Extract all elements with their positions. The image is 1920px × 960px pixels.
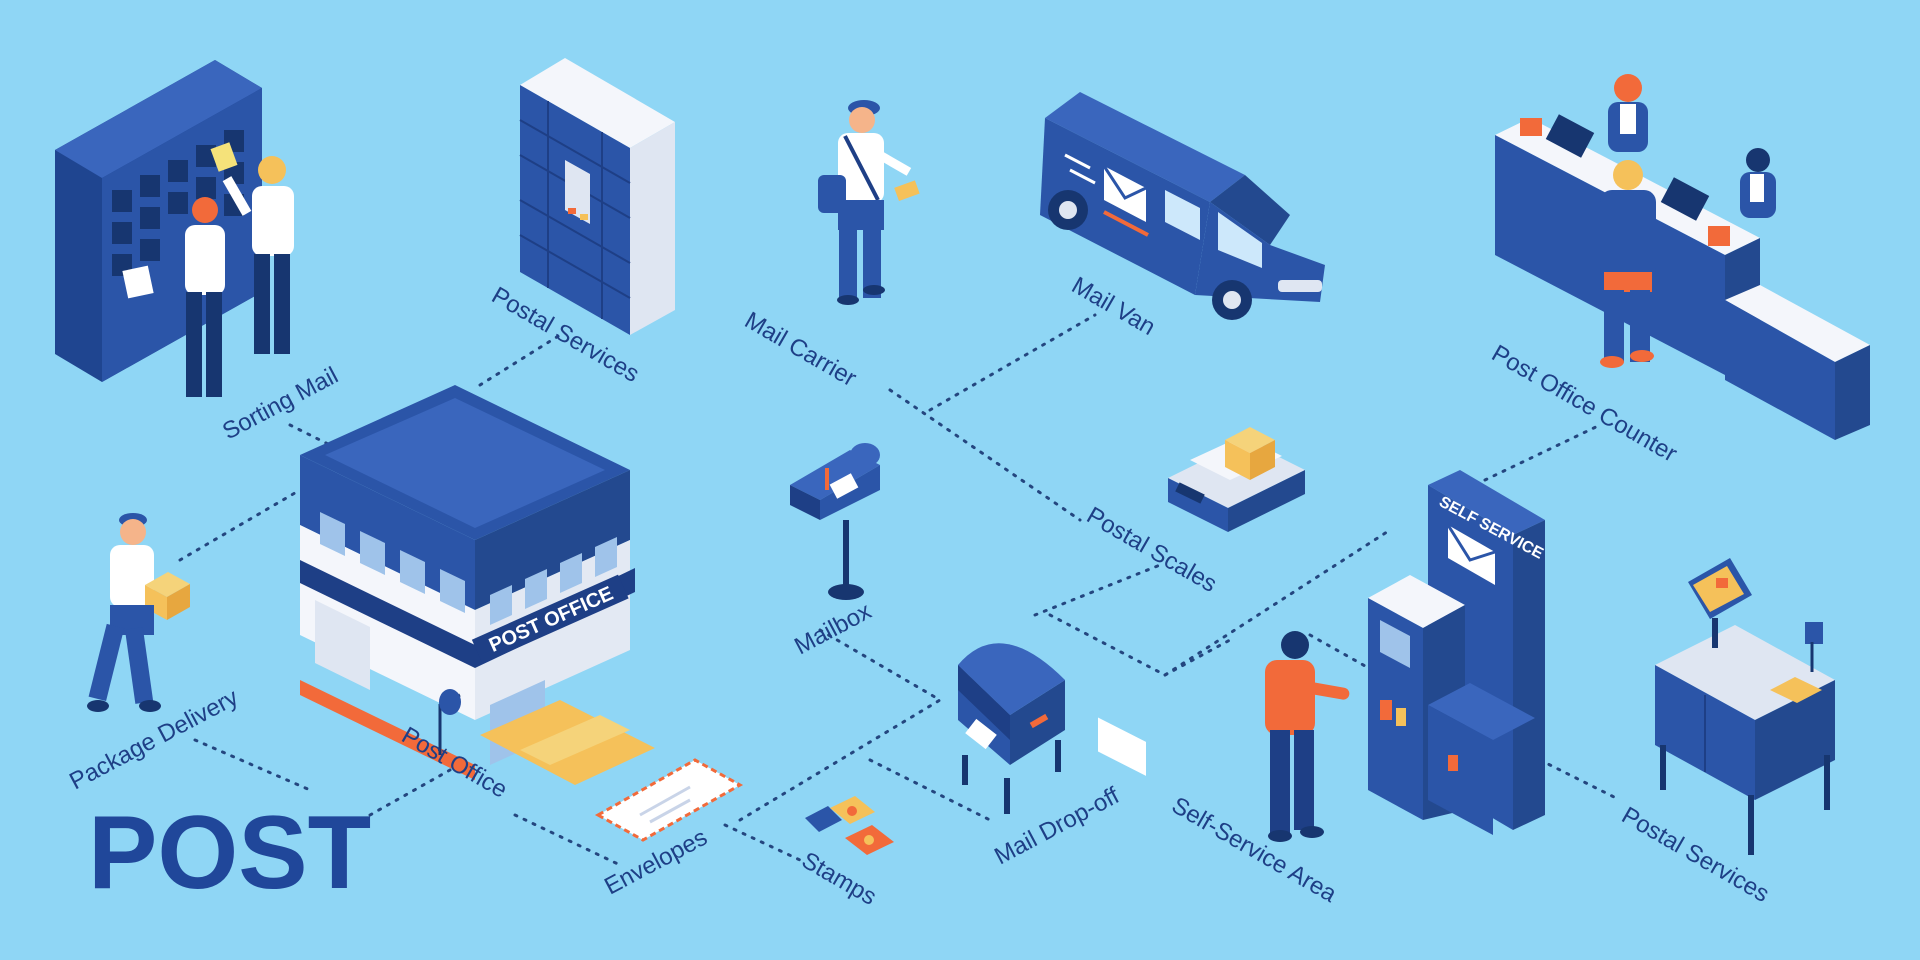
label-mail-drop-off: Mail Drop-off — [990, 782, 1124, 870]
label-mail-carrier: Mail Carrier — [740, 307, 861, 392]
mail-carrier-illustration — [818, 100, 920, 305]
mailbox-illustration — [790, 443, 880, 600]
label-mailbox: Mailbox — [790, 598, 876, 661]
postal-services-terminal-illustration — [1655, 558, 1835, 855]
label-stamps: Stamps — [797, 847, 881, 911]
post-office-counter-illustration — [1495, 74, 1870, 440]
self-service-area-illustration: SELF SERVICE — [1265, 470, 1546, 842]
label-self-service-area: Self-Service Area — [1167, 792, 1342, 908]
sorting-mail-illustration — [55, 60, 294, 397]
package-delivery-illustration — [87, 513, 190, 712]
parcel-locker-illustration — [519, 58, 675, 335]
stamps-illustration — [805, 796, 894, 855]
label-sorting-mail: Sorting Mail — [218, 362, 343, 445]
main-title: POST — [88, 795, 371, 911]
connector-lines — [178, 313, 1622, 867]
mail-van-illustration — [1040, 92, 1325, 776]
envelopes-illustration — [594, 758, 744, 842]
mail-drop-off-illustration — [958, 643, 1065, 814]
label-mail-van: Mail Van — [1067, 272, 1160, 341]
post-office-building-illustration: POST OFFICE — [300, 385, 655, 785]
postal-scales-illustration — [1168, 427, 1305, 532]
